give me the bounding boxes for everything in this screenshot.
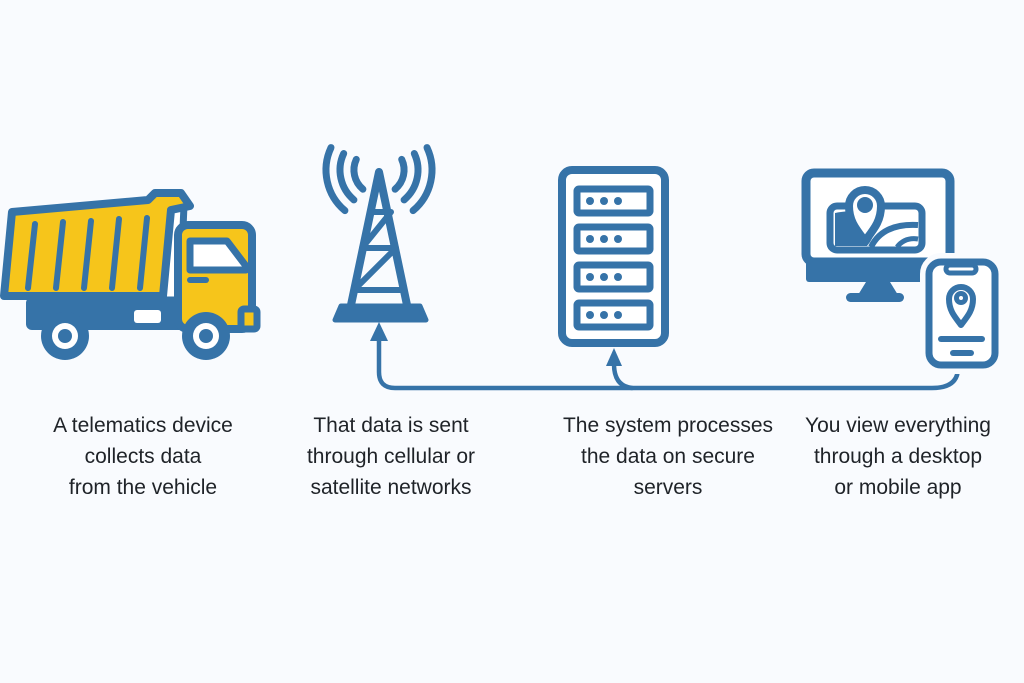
server-led-dots [586, 197, 622, 319]
flow-connector-line [370, 322, 961, 391]
caption-line: The system processes [562, 414, 774, 437]
caption-step-2: That data is sent through cellular or sa… [266, 410, 516, 503]
caption-line: You view everything [804, 414, 991, 437]
smartphone-icon [920, 253, 1004, 374]
map-pin-icon [845, 186, 885, 245]
signal-waves-icon [322, 144, 436, 215]
dump-truck-icon [0, 189, 261, 360]
server-icon [558, 166, 669, 347]
wheel-icon [182, 312, 230, 360]
caption-line: or mobile app [834, 476, 962, 499]
arrow-up-icon [606, 348, 622, 366]
caption-step-1: A telematics device collects data from t… [18, 410, 268, 503]
wheel-icon [41, 312, 89, 360]
caption-step-3: The system processes the data on secure … [543, 410, 793, 503]
caption-line: servers [633, 476, 703, 499]
caption-line: satellite networks [310, 476, 472, 499]
desktop-monitor-icon [801, 168, 955, 302]
caption-line: collects data [84, 445, 202, 468]
caption-line: from the vehicle [68, 476, 218, 499]
cell-tower-icon [322, 144, 436, 323]
map-pin-icon [946, 284, 976, 328]
arrow-up-icon [370, 322, 388, 341]
caption-line: That data is sent [313, 414, 469, 437]
caption-line: the data on secure [581, 445, 755, 468]
caption-line: through cellular or [306, 445, 476, 468]
desktop-mobile-icon [801, 168, 1004, 374]
caption-line: A telematics device [53, 414, 233, 437]
caption-step-4: You view everything through a desktop or… [773, 410, 1023, 503]
caption-line: through a desktop [813, 445, 983, 468]
